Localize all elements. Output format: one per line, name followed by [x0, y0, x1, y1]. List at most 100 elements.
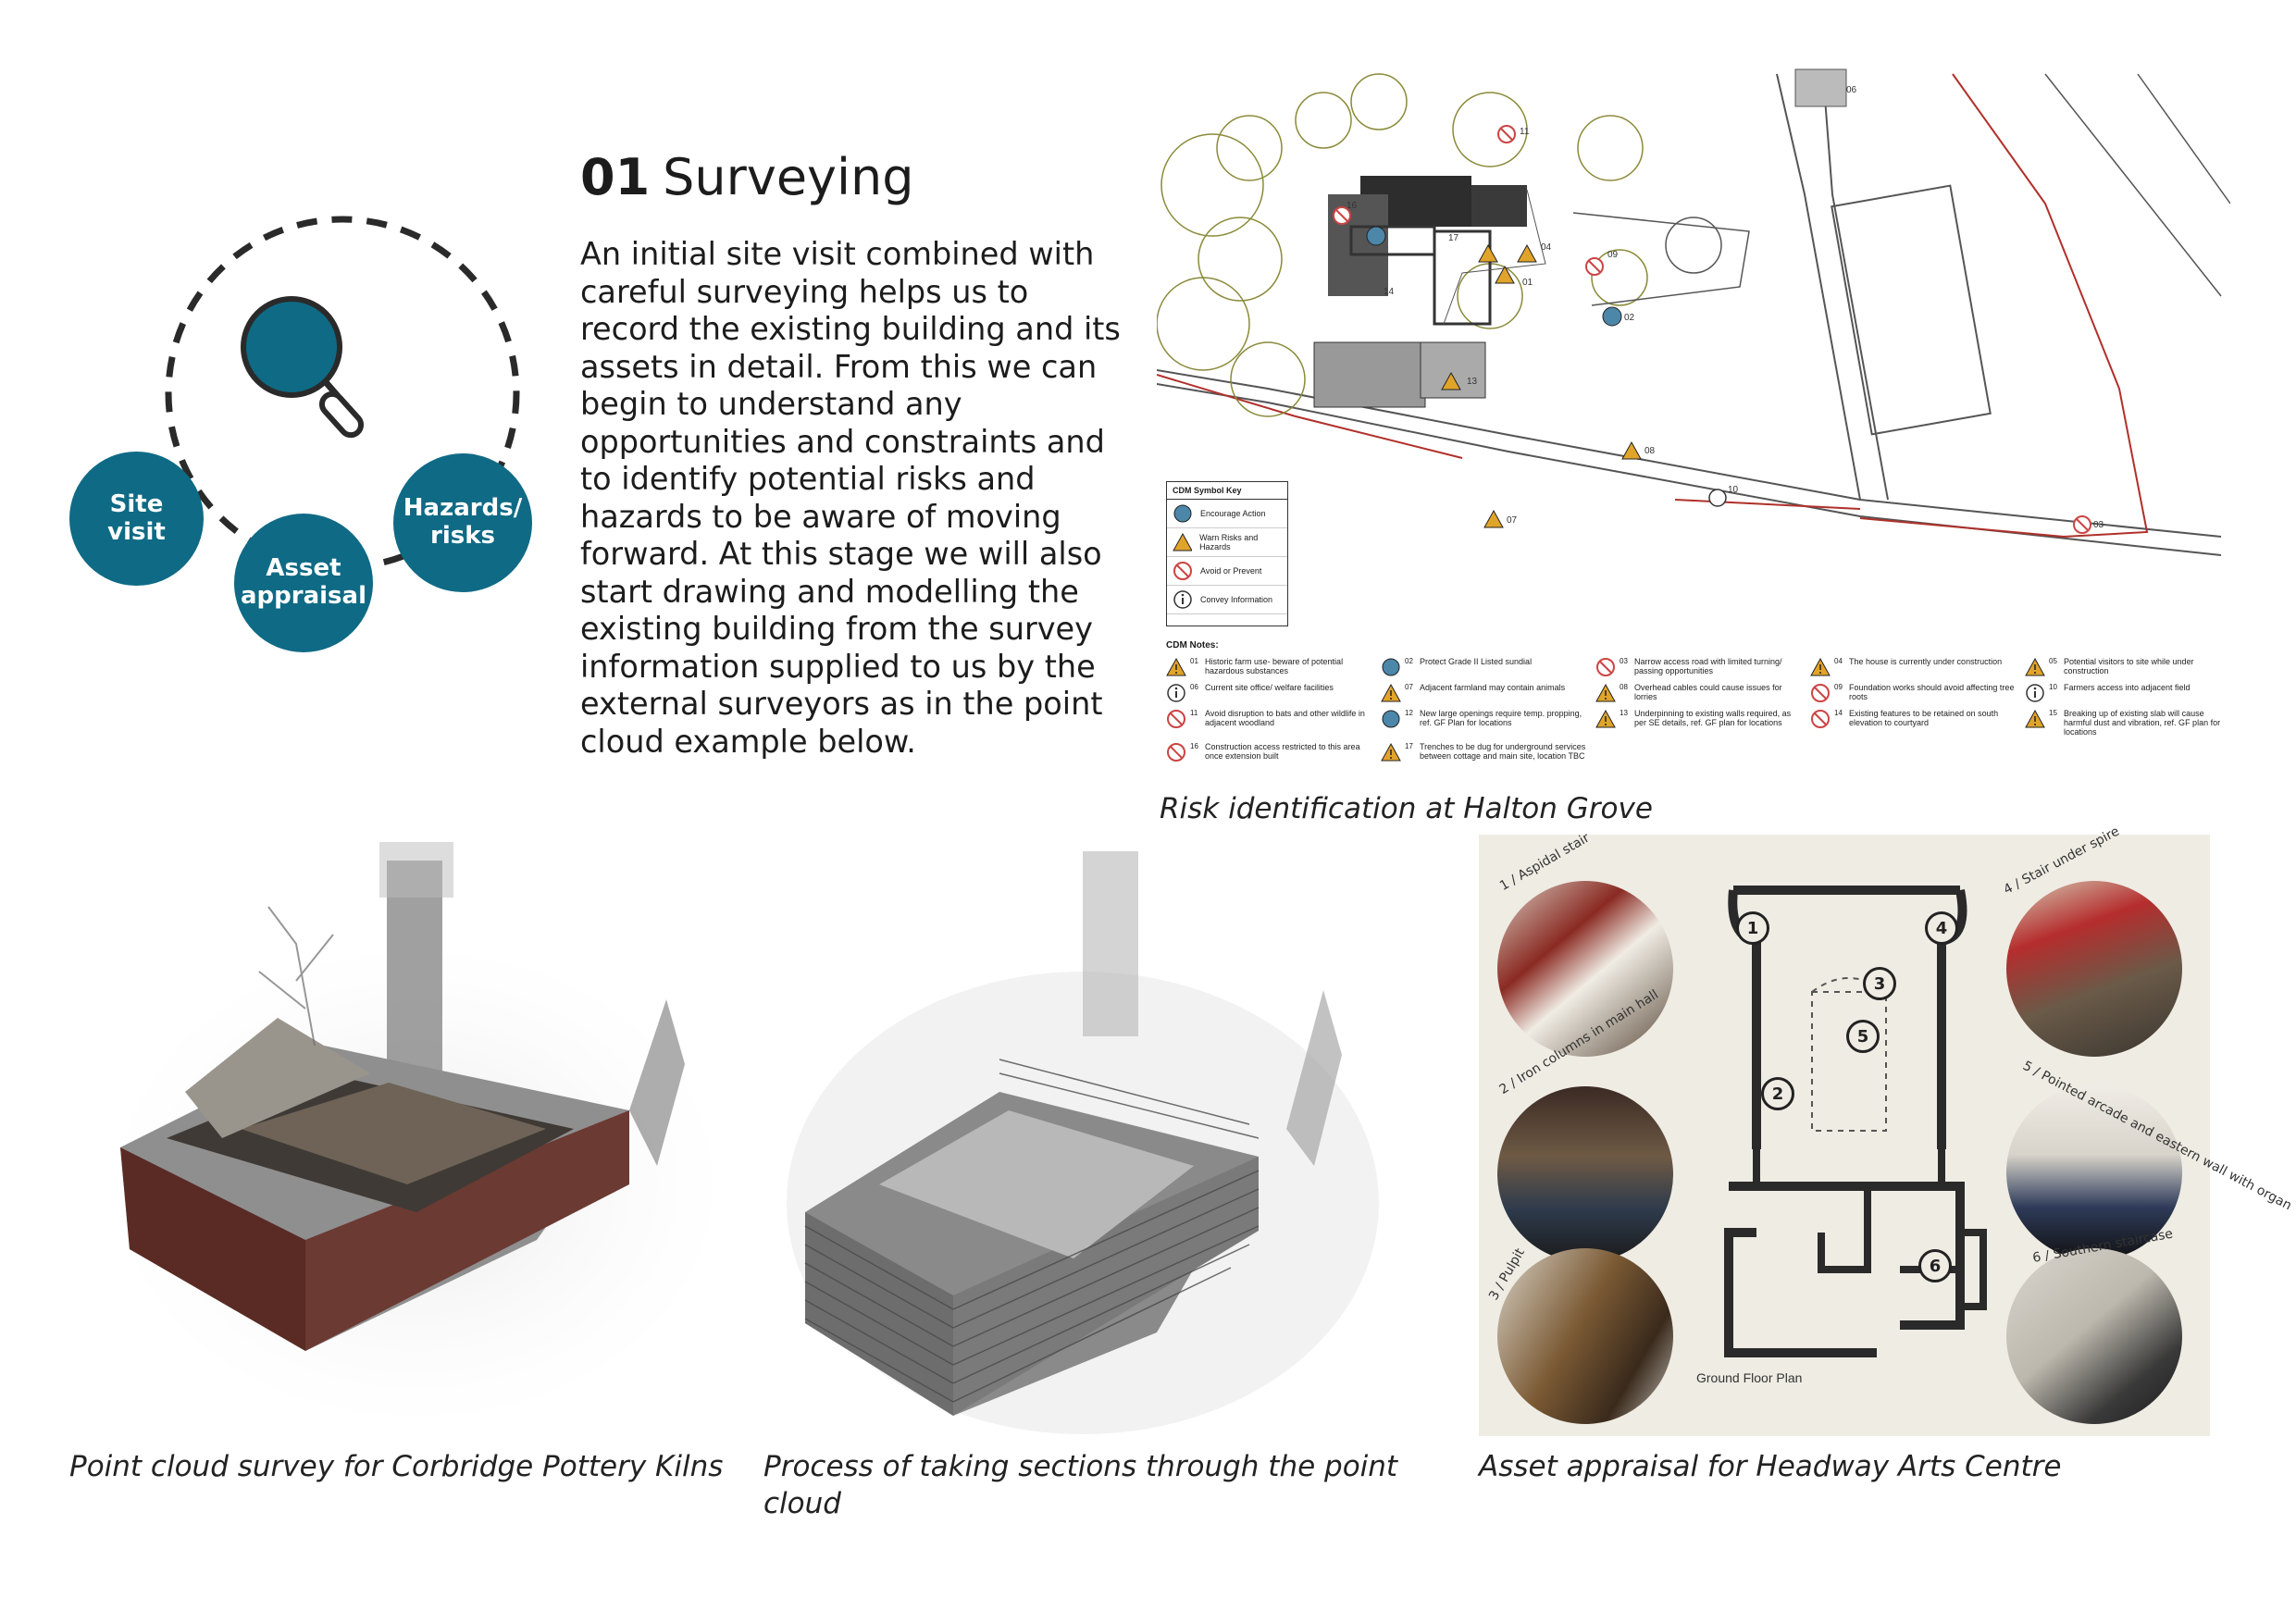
cdm-note-text: Breaking up of existing slab will cause … — [2064, 709, 2221, 737]
cdm-note-number: 01 — [1190, 657, 1198, 665]
ground-floor-plan-label: Ground Floor Plan — [1696, 1370, 1802, 1385]
key-row: Warn Risks and Hazards — [1167, 528, 1287, 557]
warning-triangle-icon — [1166, 657, 1186, 677]
plan-marker-1: 1 — [1736, 911, 1769, 945]
point-cloud-caption: Point cloud survey for Corbridge Pottery… — [69, 1450, 724, 1483]
cdm-note: 16 Construction access restricted to this… — [1166, 742, 1371, 762]
cdm-note-text: Avoid disruption to bats and other wildl… — [1205, 709, 1365, 727]
cdm-note: 05 Potential visitors to site while under… — [2025, 657, 2230, 677]
cdm-note: 17 Trenches to be dug for underground ser… — [1381, 742, 1586, 762]
site-visit-node: Site visit — [69, 452, 204, 586]
site-plan-caption: Risk identification at Halton Grove — [1160, 792, 1653, 825]
photo-pulpit — [1497, 1248, 1673, 1424]
info-icon — [1173, 590, 1192, 609]
prohibition-icon — [1595, 657, 1616, 677]
prohibition-icon — [1173, 562, 1192, 580]
sections-image — [768, 833, 1397, 1443]
cdm-note-number: 09 — [1834, 683, 1843, 691]
warning-triangle-icon — [1595, 683, 1616, 703]
cdm-note-text: Underpinning to existing walls required,… — [1634, 709, 1792, 727]
cdm-note-number: 11 — [1190, 709, 1198, 717]
key-label: Warn Risks and Hazards — [1199, 533, 1259, 551]
key-row: Encourage Action — [1167, 500, 1287, 528]
cdm-note-text: Foundation works should avoid affecting … — [1849, 683, 2015, 701]
map-label-11: 11 — [1520, 127, 1530, 137]
warning-triangle-icon — [2025, 709, 2045, 729]
map-label-10: 10 — [1728, 485, 1739, 495]
cdm-note: 11 Avoid disruption to bats and other wil… — [1166, 709, 1371, 737]
key-row: Convey Information — [1167, 586, 1287, 614]
info-icon — [1166, 683, 1186, 703]
asset-appraisal-caption: Asset appraisal for Headway Arts Centre — [1479, 1450, 2062, 1483]
magnifying-glass-icon — [241, 296, 365, 439]
plan-marker-5: 5 — [1846, 1020, 1880, 1053]
key-row: Avoid or Prevent — [1167, 557, 1287, 586]
warning-triangle-icon — [1173, 532, 1193, 551]
cdm-note-text: Existing features to be retained on sout… — [1849, 709, 1999, 727]
dashed-ring — [165, 216, 520, 571]
cdm-note-text: Trenches to be dug for underground servi… — [1420, 742, 1586, 761]
map-label-07: 07 — [1507, 515, 1518, 526]
photo-stair-under-spire — [2006, 881, 2182, 1057]
asset-appraisal-node: Asset appraisal — [234, 514, 373, 652]
intro-paragraph: An initial site visit combined with care… — [580, 236, 1121, 760]
section-title: Surveying — [663, 148, 914, 206]
cdm-note-number: 04 — [1834, 657, 1843, 665]
warning-triangle-icon — [2025, 657, 2045, 677]
prohibition-icon — [1810, 709, 1831, 729]
cdm-note: 04 The house is currently under construct… — [1810, 657, 2016, 677]
key-label: Convey Information — [1200, 595, 1273, 604]
prohibition-icon — [1166, 742, 1186, 762]
warning-triangle-icon — [1381, 683, 1401, 703]
cdm-notes-title: CDM Notes: — [1166, 640, 1219, 650]
cdm-symbol-key: CDM Symbol Key Encourage Action Warn Ris… — [1166, 481, 1288, 626]
prohibition-icon — [1166, 709, 1186, 729]
photo-pointed-arcade — [2006, 1084, 2182, 1260]
sections-caption: Process of taking sections through the p… — [763, 1450, 1398, 1520]
map-label-02: 02 — [1624, 313, 1635, 323]
map-label-01: 01 — [1522, 278, 1533, 288]
warning-triangle-icon — [1381, 742, 1401, 762]
map-label-13: 13 — [1467, 377, 1478, 387]
cdm-note-number: 10 — [2049, 683, 2057, 691]
cdm-note-number: 17 — [1405, 742, 1413, 750]
key-title: CDM Symbol Key — [1167, 482, 1287, 500]
cdm-note-text: Potential visitors to site while under c… — [2064, 657, 2194, 675]
cdm-note-number: 12 — [1405, 709, 1413, 717]
plan-marker-2: 2 — [1761, 1077, 1794, 1110]
cdm-note: 02 Protect Grade II Listed sundial — [1381, 657, 1586, 677]
cdm-note: 09 Foundation works should avoid affectin… — [1810, 683, 2016, 703]
blue-circle-icon — [1381, 709, 1401, 729]
cdm-note-text: Farmers access into adjacent field — [2064, 683, 2191, 692]
blue-circle-icon — [1381, 657, 1401, 677]
photo-aspidal-stair — [1497, 881, 1673, 1057]
key-label: Avoid or Prevent — [1200, 566, 1262, 576]
map-label-03: 03 — [2093, 520, 2104, 530]
cdm-note-number: 02 — [1405, 657, 1413, 665]
cdm-note-number: 05 — [2049, 657, 2057, 665]
cdm-note-number: 06 — [1190, 683, 1198, 691]
process-diagram: Site visit Asset appraisal Hazards/ risk… — [56, 185, 574, 685]
map-label-06: 06 — [1846, 85, 1857, 95]
cdm-note-number: 16 — [1190, 742, 1198, 750]
cdm-note: 06 Current site office/ welfare facilitie… — [1166, 683, 1371, 703]
cdm-note-text: Adjacent farmland may contain animals — [1420, 683, 1566, 692]
warning-triangle-icon — [1810, 657, 1831, 677]
cdm-note-text: The house is currently under constructio… — [1849, 657, 2003, 666]
map-label-04: 04 — [1541, 242, 1552, 253]
plan-marker-3: 3 — [1863, 967, 1896, 1000]
cdm-note-text: Current site office/ welfare facilities — [1205, 683, 1334, 692]
map-label-08: 08 — [1644, 446, 1656, 456]
site-plan-drawing: 01 02 03 04 06 07 08 09 10 11 13 14 16 1… — [1157, 65, 2230, 777]
cdm-note-number: 13 — [1620, 709, 1628, 717]
point-cloud-image — [111, 833, 722, 1443]
cdm-note-text: Construction access restricted to this a… — [1205, 742, 1360, 761]
key-label: Encourage Action — [1200, 509, 1266, 518]
cdm-note-text: Narrow access road with limited turning/… — [1634, 657, 1782, 675]
cdm-note-text: Protect Grade II Listed sundial — [1420, 657, 1533, 666]
